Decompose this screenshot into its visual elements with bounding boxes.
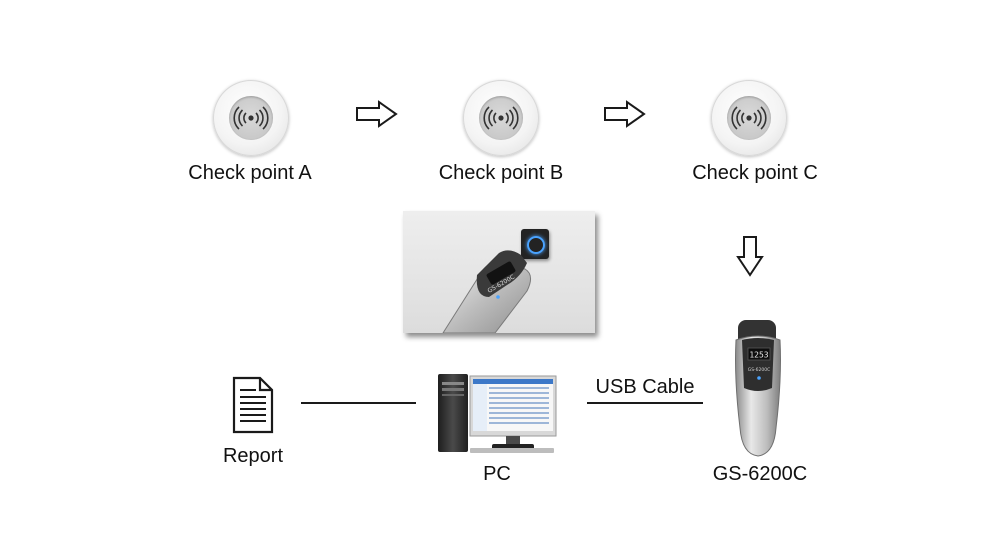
scanning-photo: GS-6200C [403,211,595,333]
wall-checkpoint [521,229,549,259]
report-label: Report [222,445,284,467]
device-model-text: GS-6200C [748,367,771,373]
checkpoint-b-disc [463,80,539,156]
desktop-computer-icon [438,374,557,453]
pc-label: PC [483,463,511,485]
device-label: GS-6200C [712,463,808,485]
rfid-signal-icon [233,106,269,130]
device-screen-text: 1253 [749,351,768,360]
document-icon [232,376,274,434]
checkpoint-c-disc [711,80,787,156]
connector-report-pc [301,402,416,404]
rfid-signal-icon [483,106,519,130]
patrol-reader-icon: 1253 GS-6200C [735,320,781,457]
checkpoint-b-label: Check point B [438,162,564,184]
checkpoint-c-label: Check point C [692,162,818,184]
arrow-right-icon [356,100,398,128]
reader-in-hand-image: GS-6200C [442,250,531,333]
checkpoint-a-disc [213,80,289,156]
arrow-right-icon [604,100,646,128]
checkpoint-a-label: Check point A [188,162,312,184]
connector-usb-cable [587,402,703,404]
usb-cable-label: USB Cable [595,376,695,398]
arrow-down-icon [736,236,764,277]
rfid-signal-icon [731,106,767,130]
